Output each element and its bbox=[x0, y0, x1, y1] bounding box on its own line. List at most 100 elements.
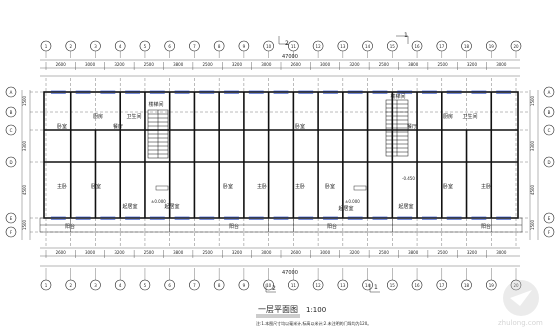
section-mark-arrow bbox=[369, 284, 380, 293]
axis-label: 3 bbox=[94, 283, 97, 288]
room-label: 餐厅 bbox=[113, 123, 123, 130]
axis-label: 7 bbox=[193, 44, 196, 49]
axis-bubble: 20 bbox=[510, 268, 522, 291]
room-label: 卫生间 bbox=[126, 113, 141, 120]
axis-label: 3 bbox=[94, 44, 97, 49]
section-mark-arrow bbox=[396, 35, 409, 44]
section-mark-arrow bbox=[265, 284, 276, 293]
dimension-label: 4500 bbox=[530, 184, 535, 195]
axis-label: 4 bbox=[119, 283, 122, 288]
axis-bubble: 10 bbox=[263, 40, 274, 58]
axis-label: 8 bbox=[218, 283, 221, 288]
dimension-label: 3200 bbox=[232, 62, 243, 67]
dimension-label: 3800 bbox=[408, 250, 419, 255]
room-label: 楼梯间 bbox=[390, 93, 405, 100]
room-labels: 卧室厨房餐厅卫生间楼梯间主卧卧室起居室起居室卧室主卧主卧卧室起居室起居室卧室主卧… bbox=[57, 93, 491, 230]
windows bbox=[50, 90, 512, 220]
axis-label: 20 bbox=[513, 283, 519, 288]
dimension-label: 3000 bbox=[320, 62, 331, 67]
axis-label: 10 bbox=[266, 283, 272, 288]
dimension-label: 3000 bbox=[261, 250, 272, 255]
room-label: 起居室 bbox=[122, 203, 137, 210]
axis-bubble: F bbox=[5, 226, 17, 238]
axis-label: 5 bbox=[144, 283, 147, 288]
axis-bubble: C bbox=[5, 124, 17, 136]
section-mark-bottom-left: 2 bbox=[272, 285, 276, 292]
axis-label: B bbox=[548, 110, 551, 115]
axis-label: D bbox=[547, 160, 550, 165]
axis-label: 6 bbox=[168, 44, 171, 49]
room-label: 卧室 bbox=[443, 183, 453, 190]
axis-bubble: 5 bbox=[139, 268, 151, 291]
axis-label: 17 bbox=[439, 44, 445, 49]
axis-label: 18 bbox=[464, 44, 470, 49]
building-outline bbox=[39, 91, 523, 233]
dimension-label: 2500 bbox=[437, 62, 448, 67]
dimension-label: 3200 bbox=[349, 250, 360, 255]
axis-label: 11 bbox=[291, 44, 297, 49]
axis-label: 9 bbox=[243, 283, 246, 288]
dimension-label: 3300 bbox=[530, 140, 535, 151]
room-label: 厨房 bbox=[93, 113, 103, 120]
axis-bubble: 1 bbox=[40, 40, 52, 58]
dimension-label: 3800 bbox=[173, 62, 184, 67]
axis-label: 13 bbox=[340, 283, 346, 288]
room-label: 卧室 bbox=[223, 183, 233, 190]
section-mark-arrow bbox=[278, 36, 288, 45]
axis-bubble: 16 bbox=[411, 40, 423, 58]
room-label: 餐厅 bbox=[407, 123, 417, 130]
dimension-label: 2600 bbox=[291, 62, 302, 67]
drawing-title: 一层平面图 bbox=[258, 305, 298, 314]
room-label: 厨房 bbox=[443, 113, 453, 120]
dimension-label: 1500 bbox=[530, 95, 535, 106]
axis-bubble: 7 bbox=[189, 40, 200, 58]
section-mark-top-left: 2 bbox=[285, 40, 289, 47]
axis-bubble: 18 bbox=[461, 268, 472, 291]
dimension-label: 3300 bbox=[22, 140, 27, 151]
room-label: 主卧 bbox=[257, 183, 267, 190]
dimension-label: 2500 bbox=[202, 62, 213, 67]
axis-label: 9 bbox=[243, 44, 246, 49]
axis-bubble: 18 bbox=[461, 40, 472, 58]
axis-bubble: F bbox=[543, 226, 555, 238]
top-dimension-chain: 47000 bbox=[40, 54, 520, 77]
axis-label: 19 bbox=[489, 283, 495, 288]
dimension-label: 3000 bbox=[85, 250, 96, 255]
axis-bubble: 11 bbox=[288, 40, 299, 58]
axis-bubble: A bbox=[5, 86, 17, 98]
axis-bubble: 2 bbox=[65, 268, 77, 291]
axis-bubble: 3 bbox=[90, 40, 101, 58]
right-dimension-chain bbox=[529, 90, 539, 240]
level-mark: ±0.000 bbox=[151, 199, 166, 204]
dimension-label: 3000 bbox=[496, 62, 507, 67]
axis-bubble: 16 bbox=[411, 268, 423, 291]
axis-label: 7 bbox=[193, 283, 196, 288]
axis-bubble: D bbox=[5, 156, 17, 168]
axis-label: 15 bbox=[390, 44, 396, 49]
axis-bubble: 7 bbox=[189, 268, 200, 291]
stair-left bbox=[147, 109, 169, 159]
axis-bubble: 6 bbox=[164, 268, 175, 291]
axis-label: 2 bbox=[69, 283, 72, 288]
level-mark: ±0.000 bbox=[345, 199, 360, 204]
axis-bubble: 19 bbox=[485, 40, 497, 58]
axis-bubble: 11 bbox=[288, 268, 299, 291]
room-label: 阳台 bbox=[65, 223, 75, 230]
room-label: 起居室 bbox=[164, 203, 179, 210]
axis-bubble: 2 bbox=[65, 40, 77, 58]
dimension-label: 2600 bbox=[56, 250, 67, 255]
axis-bubble: 5 bbox=[139, 40, 151, 58]
axis-bubble: C bbox=[543, 124, 555, 136]
room-label: 起居室 bbox=[338, 205, 353, 212]
drawing-scale: 1:100 bbox=[306, 306, 326, 314]
axis-label: B bbox=[10, 110, 13, 115]
dimension-label: 3800 bbox=[173, 250, 184, 255]
left-dimension-chain bbox=[21, 90, 31, 240]
axis-label: 16 bbox=[415, 44, 421, 49]
